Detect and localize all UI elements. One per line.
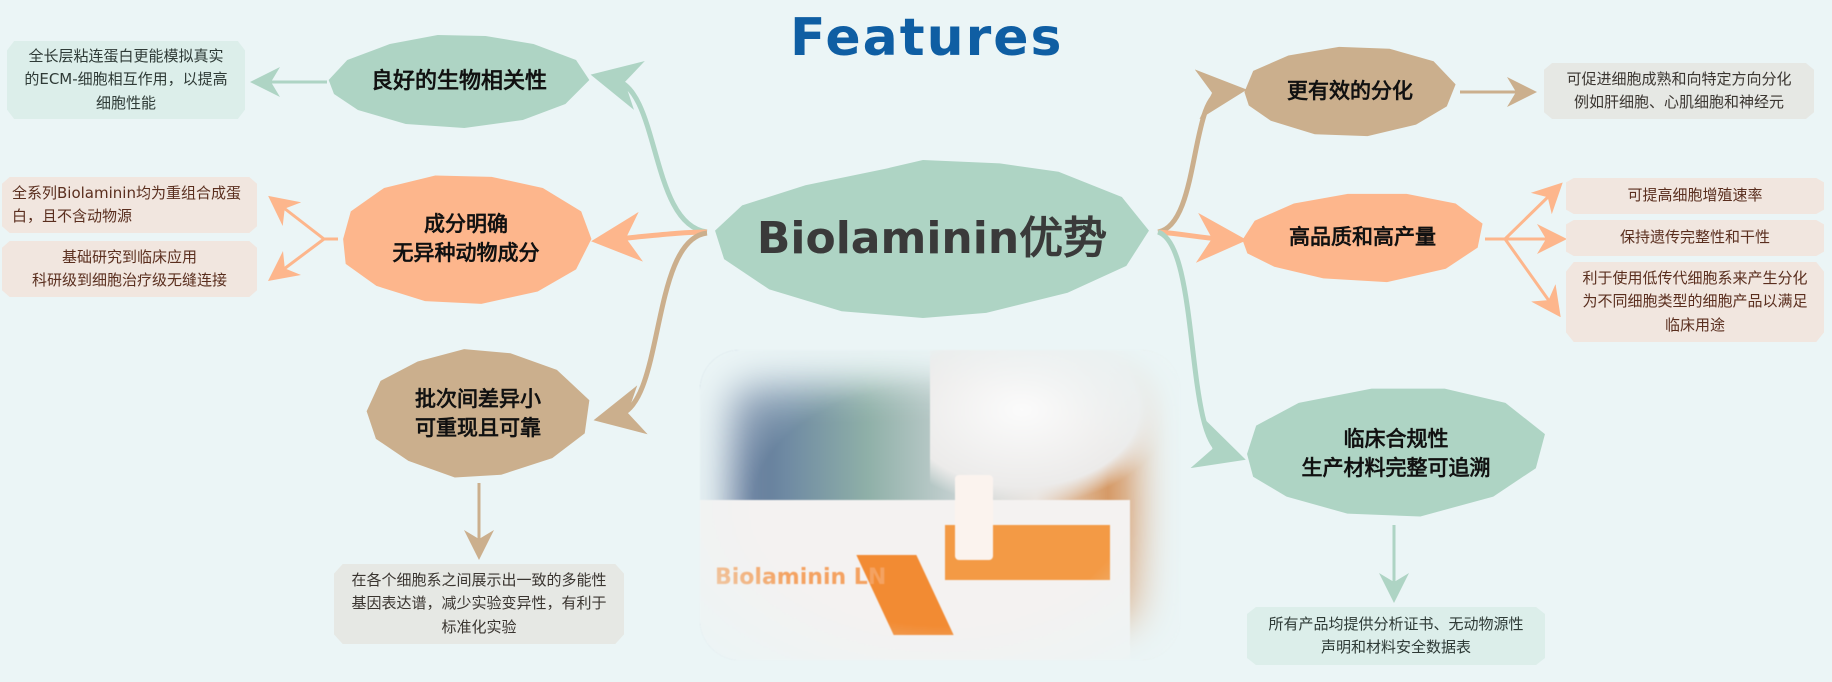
leaf-research-to-clinic: 基础研究到临床应用 科研级到细胞治疗级无缝连接 [2, 241, 257, 297]
page-title: Features [790, 8, 1064, 68]
center-label: Biolaminin优势 [756, 213, 1108, 265]
center-node: Biolaminin优势 [706, 155, 1158, 323]
branch-node-defined-composition: 成分明确 无异种动物成分 [338, 170, 594, 308]
branch-node-low-batch-variance: 批次间差异小 可重现且可靠 [362, 345, 594, 483]
branch-node-bio-relevance: 良好的生物相关性 [326, 32, 592, 132]
leaf-consistent-expression: 在各个细胞系之间展示出一致的多能性 基因表达谱，减少实验变异性，有利于 标准化实… [334, 564, 624, 644]
leaf-recombinant: 全系列Biolaminin均为重组合成蛋 白，且不含动物源 [2, 177, 257, 233]
leaf-bio-relevance: 全长层粘连蛋白更能模拟真实 的ECM-细胞相互作用，以提高 细胞性能 [7, 41, 245, 119]
leaf-proliferation: 可提高细胞增殖速率 [1566, 178, 1824, 214]
leaf-differentiation: 可促进细胞成熟和向特定方向分化 例如肝细胞、心肌细胞和神经元 [1544, 63, 1814, 119]
branch-node-clinical-compliance: 临床合规性 生产材料完整可追溯 [1244, 383, 1548, 525]
leaf-low-passage: 利于使用低传代细胞系来产生分化 为不同细胞类型的细胞产品以满足 临床用途 [1566, 262, 1824, 342]
branch-node-effective-differentiation: 更有效的分化 [1240, 44, 1460, 140]
leaf-genetic-integrity: 保持遗传完整性和干性 [1566, 220, 1824, 256]
branch-node-high-quality-yield: 高品质和高产量 [1240, 190, 1485, 286]
product-photo: Biolaminin LN [700, 350, 1180, 660]
leaf-documentation: 所有产品均提供分析证书、无动物源性 声明和材料安全数据表 [1247, 607, 1545, 665]
